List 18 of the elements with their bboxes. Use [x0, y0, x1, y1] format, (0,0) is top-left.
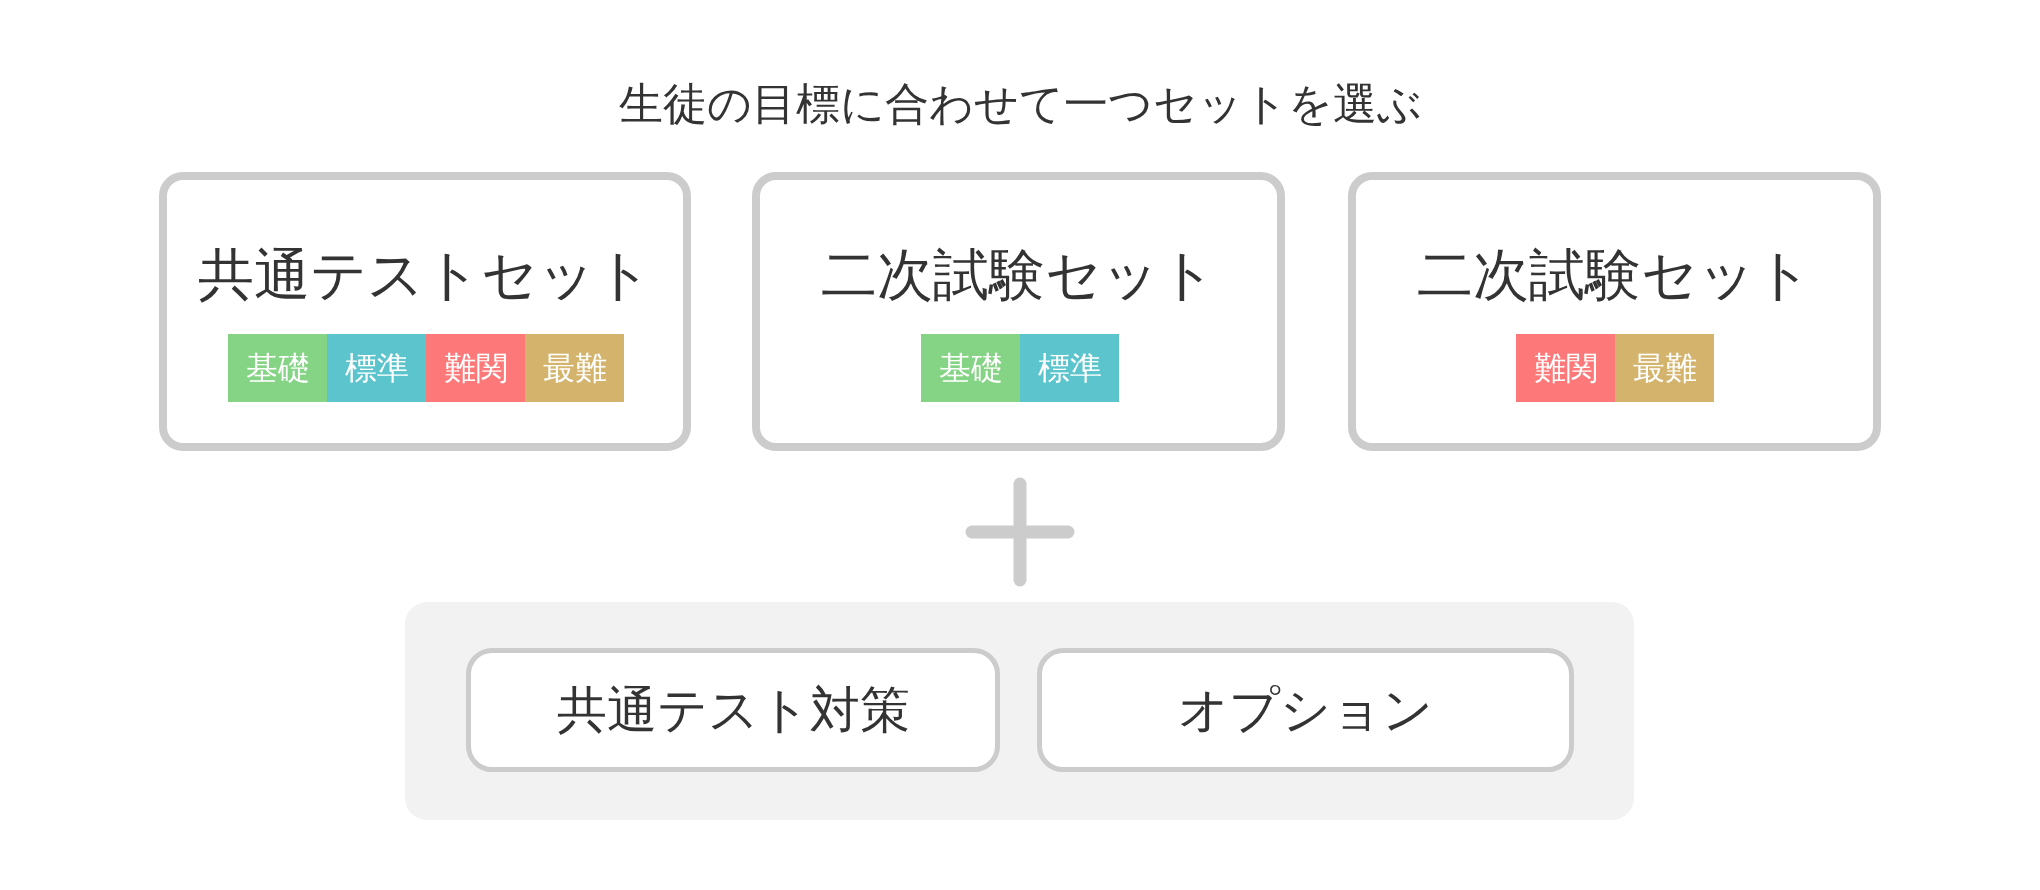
level-tag: 基礎	[228, 334, 327, 402]
level-tag: 基礎	[921, 334, 1020, 402]
option-box: 共通テスト対策	[466, 648, 1000, 772]
option-panel	[405, 602, 1634, 820]
title: 生徒の目標に合わせて一つセットを選ぶ	[618, 82, 1422, 126]
level-tag: 最難	[1615, 334, 1714, 402]
level-tag: 標準	[327, 334, 426, 402]
level-tag: 難関	[1516, 334, 1615, 402]
card-title: 共通テストセット	[198, 247, 652, 303]
option-box: オプション	[1037, 648, 1574, 772]
level-tag: 難関	[426, 334, 525, 402]
level-tag: 最難	[525, 334, 624, 402]
card-title: 二次試験セット	[1417, 247, 1812, 303]
card	[1348, 172, 1881, 451]
card-title: 二次試験セット	[821, 247, 1216, 303]
card	[159, 172, 691, 451]
card	[752, 172, 1285, 451]
level-tag: 標準	[1020, 334, 1119, 402]
